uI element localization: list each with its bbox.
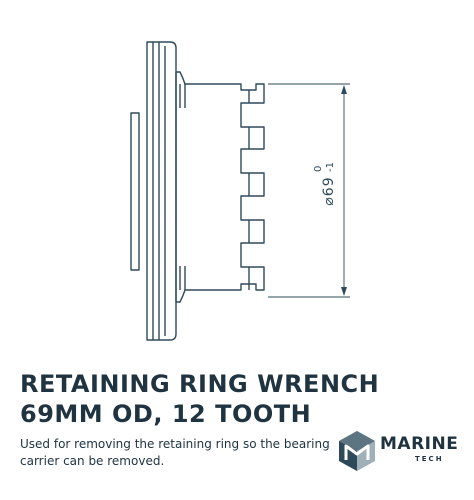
product-description: Used for removing the retaining ring so … (20, 437, 330, 468)
dimension-tolerance-upper: 0 (313, 166, 324, 172)
dimension-arrow-bottom (341, 287, 347, 296)
product-title-line1: RETAINING RING WRENCH (20, 370, 380, 398)
brand-logo: MARINE TECH (337, 430, 467, 472)
flange-outer (146, 41, 177, 341)
dimension-arrow-top (341, 85, 347, 94)
dimension-label: ⌀69 (321, 176, 337, 205)
wrench-body (175, 71, 265, 303)
brand-subtitle: TECH (415, 455, 444, 463)
technical-drawing: ⌀69 0 -1 (130, 41, 350, 341)
hexagon-m-icon (339, 431, 375, 471)
handle-plate (130, 112, 140, 271)
product-title-line2: 69MM OD, 12 TOOTH (20, 400, 312, 428)
dimension-tolerance-lower: -1 (325, 162, 336, 172)
brand-name: MARINE (380, 434, 459, 454)
